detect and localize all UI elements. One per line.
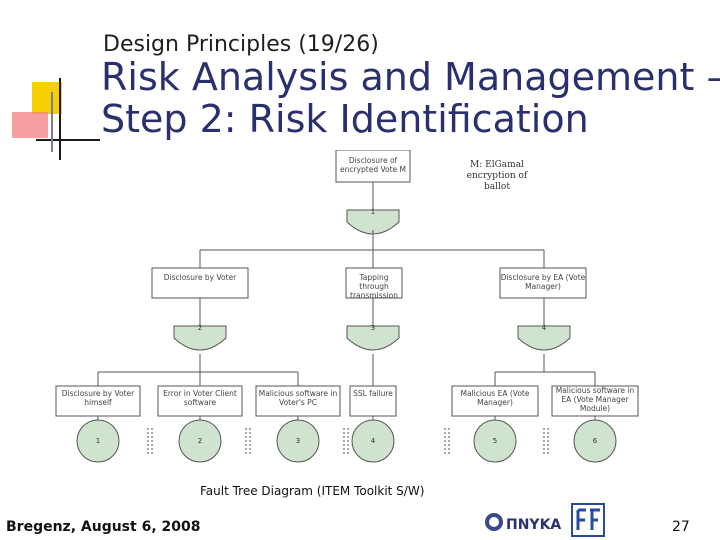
basic-event-label-3: Malicious software in Voter's PC xyxy=(258,389,338,407)
page-number: 27 xyxy=(672,519,690,535)
basic-event-label-4: SSL failure xyxy=(353,389,393,398)
slide-subtitle: Design Principles (19/26) xyxy=(103,32,379,57)
top-event-note: M: ElGamal encryption of ballot xyxy=(466,160,528,192)
basic-event-id-5: 5 xyxy=(492,437,498,445)
basic-event-label-2: Error in Voter Client software xyxy=(163,389,237,407)
basic-event-id-1: 1 xyxy=(95,437,101,445)
slide-title: Risk Analysis and Management – Step 2: R… xyxy=(101,56,720,140)
level2-label-2: Tapping through transmission xyxy=(350,273,398,300)
diagram-caption: Fault Tree Diagram (ITEM Toolkit S/W) xyxy=(200,484,425,498)
top-event-label: Disclosure of encrypted Vote M xyxy=(339,156,407,174)
basic-event-id-4: 4 xyxy=(370,437,376,445)
basic-event-label-1: Disclosure by Voter himself xyxy=(61,389,135,407)
level2-label-1: Disclosure by Voter xyxy=(163,273,237,282)
title-line-2: Step 2: Risk Identification xyxy=(101,97,589,141)
level2-label-3: Disclosure by EA (Vote Manager) xyxy=(500,273,586,291)
basic-event-id-6: 6 xyxy=(592,437,598,445)
footer-date: Bregenz, August 6, 2008 xyxy=(6,519,201,535)
basic-event-label-6: Malicious software in EA (Vote Manager M… xyxy=(555,386,635,413)
institute-logo xyxy=(571,503,605,537)
level2-gate-1: 2 xyxy=(197,324,203,332)
pnyka-logo: ΠΝΥΚΑ xyxy=(485,513,561,533)
level2-gate-2: 3 xyxy=(370,324,376,332)
basic-event-id-3: 3 xyxy=(295,437,301,445)
level2-gate-3: 4 xyxy=(541,324,547,332)
basic-event-id-2: 2 xyxy=(197,437,203,445)
fault-tree-connectors xyxy=(55,149,639,463)
title-line-1: Risk Analysis and Management – xyxy=(101,55,720,99)
top-gate-number: 1 xyxy=(370,208,376,216)
svg-text:ΠΝΥΚΑ: ΠΝΥΚΑ xyxy=(506,517,561,533)
fault-tree-diagram: Disclosure of encrypted Vote M 1 M: ElGa… xyxy=(0,149,720,480)
basic-event-label-5: Malicious EA (Vote Manager) xyxy=(460,389,530,407)
decorative-squares xyxy=(12,78,100,160)
